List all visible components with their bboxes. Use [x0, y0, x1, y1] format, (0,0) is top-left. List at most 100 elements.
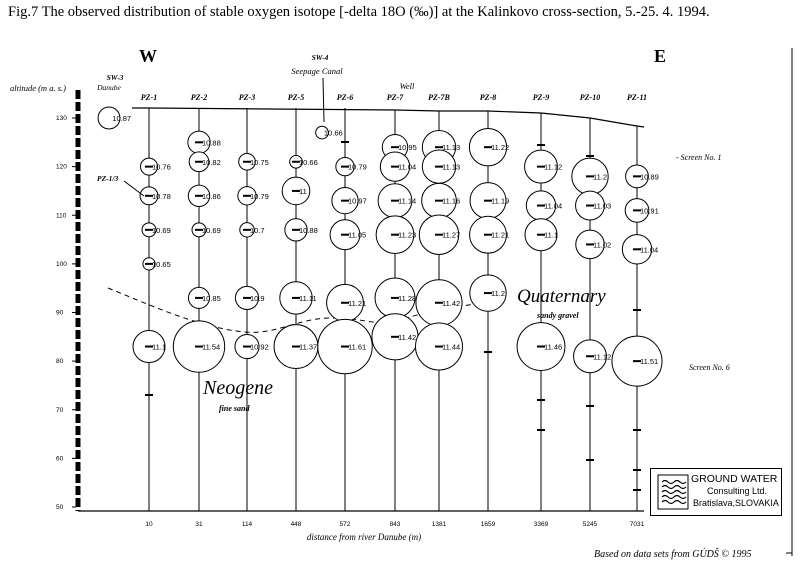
isotope-value-label: 11.04 [544, 202, 562, 211]
x-tick-label: 5245 [583, 521, 598, 528]
isotope-value-label: 10.92 [250, 343, 269, 352]
isotope-value-label: 10.66 [299, 158, 318, 167]
isotope-value-label: 11.19 [491, 197, 509, 206]
station-sw3-label: SW-3 [107, 73, 124, 82]
isotope-value-label: 11.12 [544, 163, 562, 172]
y-tick-label: 50 [56, 504, 64, 511]
isotope-value-label: 11.21 [491, 231, 509, 240]
isotope-value-label: 10.7 [250, 226, 265, 235]
isotope-value-label: 10.82 [202, 158, 221, 167]
well-label: PZ-8 [480, 93, 496, 102]
well-label: PZ-2 [191, 93, 207, 102]
isotope-value-label: 11.04 [640, 245, 658, 254]
isotope-value-label: 10.69 [202, 226, 221, 235]
isotope-value-label: 11.23 [398, 231, 416, 240]
y-tick-label: 70 [56, 407, 64, 414]
well-annotation: Well [400, 81, 415, 91]
isotope-value-label: 10.69 [152, 226, 171, 235]
well-label: PZ-9 [533, 93, 549, 102]
y-tick-label: 100 [56, 261, 67, 268]
screen-6-label: Screen No. 6 [689, 363, 730, 372]
isotope-value-label: 10.91 [640, 206, 659, 215]
isotope-value-label: 10.75 [250, 158, 269, 167]
x-tick-label: 3369 [534, 521, 549, 528]
isotope-value-label: 11.1 [152, 343, 166, 352]
credit-line: Based on data sets from GÚDŠ © 1995 [594, 549, 752, 560]
isotope-value-label: 11.13 [442, 143, 460, 152]
well-label: PZ-3 [239, 93, 255, 102]
isotope-value-label: 11 [299, 187, 307, 196]
isotope-value-label: 11.04 [398, 163, 416, 172]
isotope-value-label: 11.05 [348, 231, 366, 240]
x-tick-label: 572 [340, 521, 351, 528]
well-label: PZ-5 [288, 93, 304, 102]
isotope-value-label: 11.16 [442, 197, 460, 206]
isotope-value-label: 10.65 [152, 260, 171, 269]
isotope-circle [97, 106, 121, 130]
y-tick-label: 90 [56, 310, 64, 317]
figure-title: Fig.7 The observed distribution of stabl… [8, 4, 710, 20]
ground-surface-line [132, 107, 645, 128]
isotope-value-label: 11.37 [299, 343, 317, 352]
neogene-label: Neogene [202, 377, 273, 399]
isotope-value-label: 11.1 [544, 231, 558, 240]
well-label: PZ-11 [627, 93, 647, 102]
isotope-value-label: 10.76 [152, 163, 171, 172]
isotope-value-label: 10.86 [202, 192, 221, 201]
isotope-value-label: 10.85 [202, 294, 221, 303]
x-tick-label: 31 [195, 521, 203, 528]
isotope-circle [315, 125, 329, 140]
seepage-canal-pointer [322, 77, 325, 123]
y-tick-label: 120 [56, 164, 67, 171]
quaternary-sub-label: sandy gravel [536, 311, 579, 320]
seepage-canal-label: Seepage Canal [291, 66, 343, 76]
isotope-value-label: 10.97 [348, 197, 367, 206]
wave-logo-icon [657, 474, 689, 510]
x-tick-label: 114 [242, 521, 253, 528]
isotope-value-label: 11.51 [640, 357, 658, 366]
isotope-value-label: 11.03 [593, 202, 611, 211]
x-tick-label: 10 [145, 521, 153, 528]
isotope-value-label: 10.87 [112, 114, 131, 123]
well-label: PZ-1 [141, 93, 157, 102]
screen-1-label: - Screen No. 1 [676, 153, 721, 162]
quaternary-label: Quaternary [517, 286, 606, 307]
well-label: PZ-6 [337, 93, 353, 102]
x-tick-label: 1381 [432, 521, 447, 528]
station-sw4-label: SW-4 [312, 53, 329, 62]
x-tick-label: 843 [390, 521, 401, 528]
isotope-value-label: 11.28 [398, 294, 416, 303]
isotope-value-label: 11.22 [491, 143, 509, 152]
well-label: PZ-7B [428, 93, 450, 102]
isotope-value-label: 10.79 [250, 192, 269, 201]
well-label: PZ-7 [387, 93, 404, 102]
y-tick-label: 130 [56, 115, 67, 122]
company-logo-box: GROUND WATER Consulting Ltd. Bratislava,… [650, 468, 782, 516]
isotope-value-label: 11.12 [593, 352, 611, 361]
logo-line-consulting: Consulting Ltd. [707, 486, 768, 496]
x-tick-label: 7031 [630, 521, 645, 528]
isotope-value-label: 10.88 [299, 226, 318, 235]
danube-label: Danube [96, 83, 121, 92]
isotope-value-label: 10.9 [250, 294, 265, 303]
isotope-value-label: 10.88 [202, 138, 221, 147]
y-axis-title: altitude (m a. s.) [10, 83, 66, 93]
isotope-value-label: 11.42 [398, 333, 416, 342]
x-tick-label: 448 [291, 521, 302, 528]
pz1d-pointer [123, 180, 145, 197]
isotope-value-label: 11.61 [348, 343, 366, 352]
isotope-value-label: 11.54 [202, 343, 220, 352]
logo-line-location: Bratislava,SLOVAKIA [693, 498, 779, 508]
isotope-value-label: 10.79 [348, 163, 367, 172]
isotope-value-label: 11.46 [544, 343, 562, 352]
isotope-value-label: 11.42 [442, 299, 460, 308]
y-tick-label: 60 [56, 455, 64, 462]
isotope-value-label: 10.66 [324, 129, 343, 138]
y-tick-label: 80 [56, 358, 64, 365]
isotope-value-label: 10.95 [398, 143, 417, 152]
isotope-value-label: 11.11 [299, 294, 317, 303]
x-axis-title: distance from river Danube (m) [307, 532, 421, 542]
x-tick-label: 1659 [481, 521, 496, 528]
isotope-value-label: 11.44 [442, 343, 460, 352]
